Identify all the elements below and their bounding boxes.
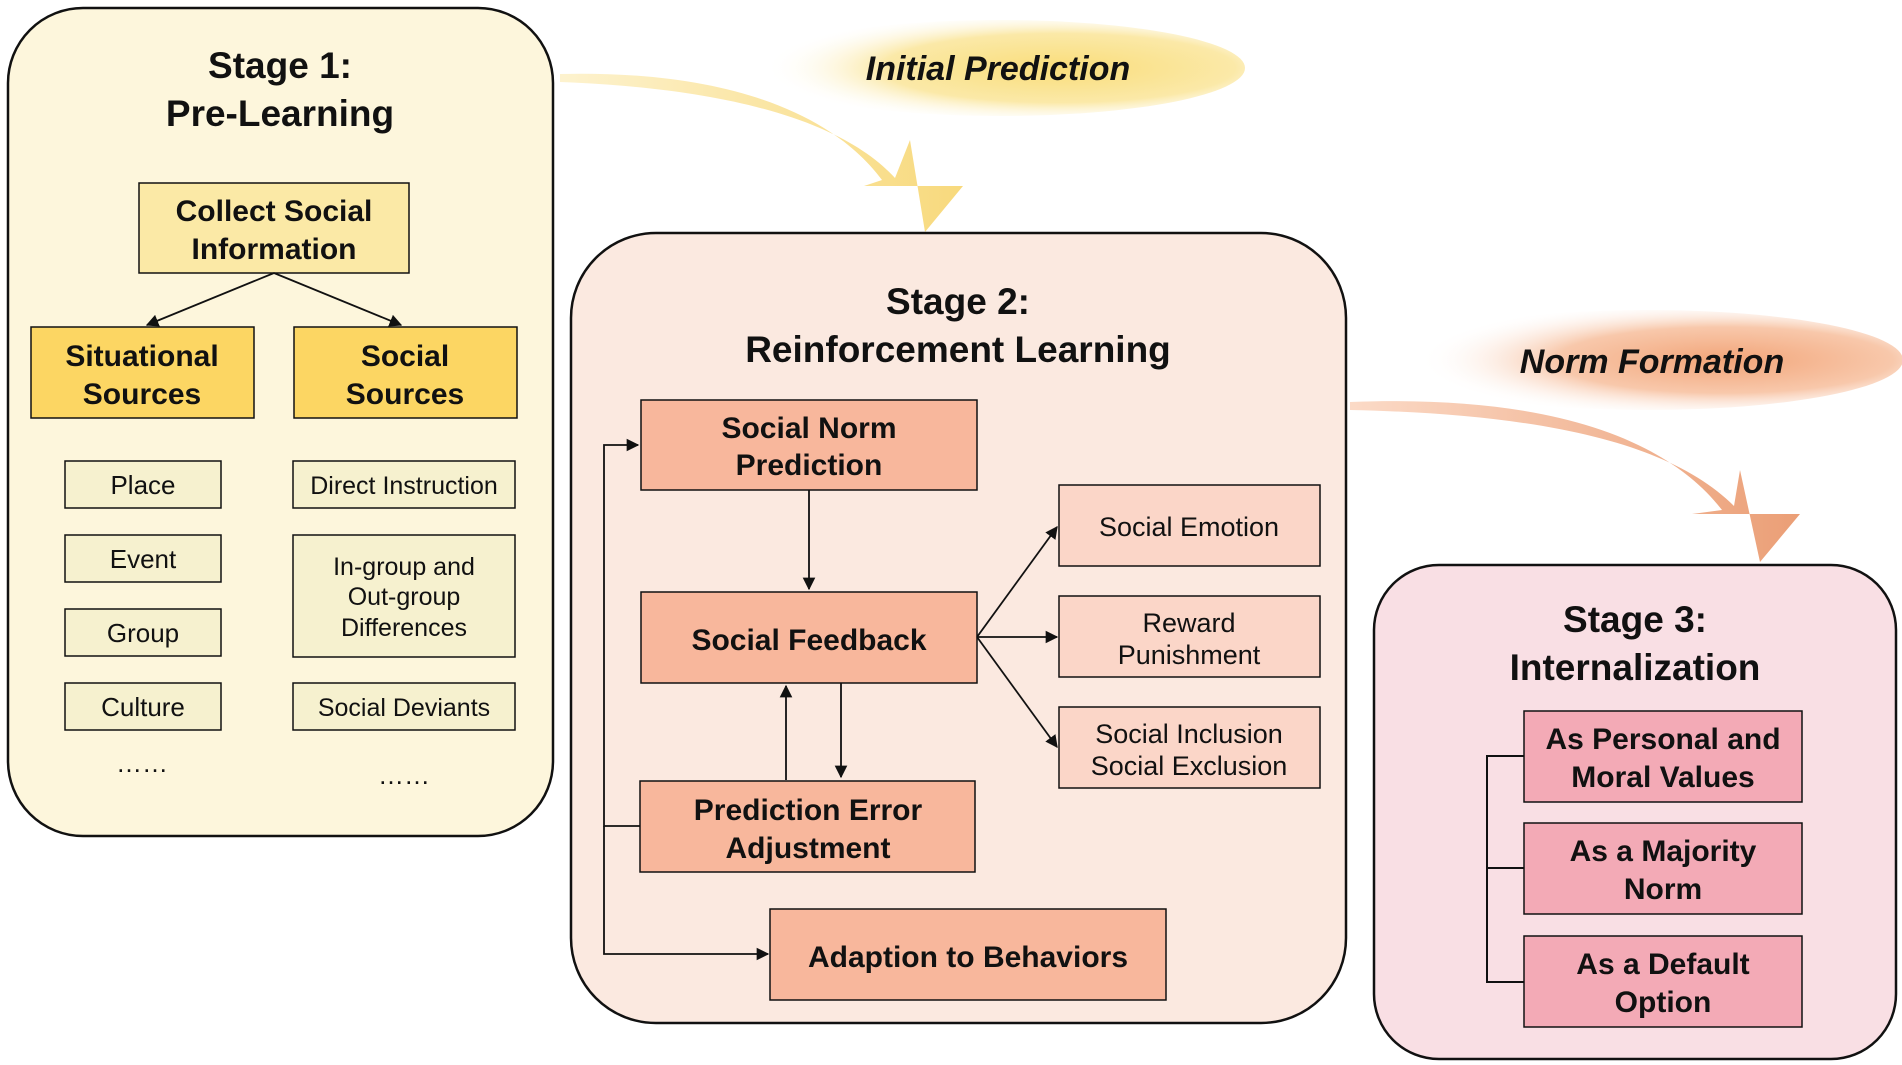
svg-text:Adaption to Behaviors: Adaption to Behaviors (808, 941, 1128, 974)
norm-formation-arrow (1350, 401, 1800, 562)
situational-sources-box: Situational Sources (30, 326, 255, 419)
svg-text:Direct Instruction: Direct Instruction (310, 472, 498, 500)
svg-text:Punishment: Punishment (1118, 640, 1261, 670)
internalization-item-personal-moral-values: As Personal and Moral Values (1523, 710, 1803, 803)
social-item-ingroup-outgroup: In-group and Out-group Differences (292, 534, 516, 658)
stage2-panel: Stage 2: Reinforcement Learning Social N… (569, 231, 1348, 1025)
svg-text:As a Majority: As a Majority (1570, 835, 1757, 868)
social-ellipsis: …… (378, 760, 430, 790)
reward-punishment-box: Reward Punishment (1058, 595, 1321, 678)
stage3-panel: Stage 3: Internalization As Personal and… (1372, 563, 1898, 1061)
svg-text:Norm: Norm (1624, 873, 1702, 906)
svg-text:Social Deviants: Social Deviants (318, 694, 490, 722)
svg-text:Prediction Error: Prediction Error (694, 794, 923, 827)
loop-arrow-to-prediction (603, 438, 640, 827)
arrow-to-social-emotion (976, 525, 1058, 638)
social-label-line1: Social (361, 340, 449, 373)
prediction-error-adjustment-box: Prediction Error Adjustment (639, 780, 976, 873)
social-label-line2: Sources (346, 378, 464, 411)
svg-text:Differences: Differences (341, 614, 467, 642)
collect-label-line2: Information (192, 233, 357, 266)
situational-item-place: Place (64, 460, 222, 509)
svg-text:Social Feedback: Social Feedback (691, 624, 926, 657)
norm-formation-transition: Norm Formation (1350, 310, 1902, 562)
norm-formation-label: Norm Formation (1520, 343, 1784, 381)
svg-text:Option: Option (1615, 986, 1712, 1019)
svg-text:Out-group: Out-group (348, 583, 461, 611)
situational-ellipsis: …… (116, 748, 168, 778)
svg-text:Place: Place (110, 470, 175, 500)
stage1-title-line2: Pre-Learning (166, 93, 394, 134)
stage1-panel: Stage 1: Pre-Learning Collect Social Inf… (6, 6, 555, 838)
situational-item-event: Event (64, 534, 222, 583)
loop-arrow-to-adaption (603, 826, 770, 961)
stage2-title-line1: Stage 2: (886, 281, 1030, 322)
situational-item-culture: Culture (64, 682, 222, 731)
svg-text:As Personal and: As Personal and (1545, 723, 1780, 756)
social-sources-box: Social Sources (293, 326, 518, 419)
arrow-to-inclusion-exclusion (976, 636, 1058, 749)
svg-text:Adjustment: Adjustment (726, 832, 891, 865)
initial-prediction-arrow (560, 73, 963, 232)
internalization-item-majority-norm: As a Majority Norm (1523, 822, 1803, 915)
norm-formation-glow (1393, 310, 1902, 410)
svg-text:Moral Values: Moral Values (1571, 761, 1754, 794)
arrow-to-social (273, 272, 403, 327)
social-item-social-deviants: Social Deviants (292, 682, 516, 731)
svg-text:Social Inclusion: Social Inclusion (1095, 719, 1283, 749)
inclusion-exclusion-box: Social Inclusion Social Exclusion (1058, 706, 1321, 789)
social-feedback-box: Social Feedback (640, 591, 978, 684)
stage3-title-line1: Stage 3: (1563, 599, 1707, 640)
collect-label-line1: Collect Social (176, 195, 373, 228)
svg-text:Social Exclusion: Social Exclusion (1091, 751, 1288, 781)
internalization-item-default-option: As a Default Option (1523, 935, 1803, 1028)
initial-prediction-glow (755, 20, 1245, 116)
stage3-bracket (1486, 755, 1524, 983)
situational-label-line2: Sources (83, 378, 201, 411)
stage3-title-line2: Internalization (1510, 647, 1761, 688)
social-norm-prediction-box: Social Norm Prediction (640, 399, 978, 491)
adaption-to-behaviors-box: Adaption to Behaviors (769, 908, 1167, 1001)
svg-text:Reward: Reward (1142, 608, 1235, 638)
social-item-direct-instruction: Direct Instruction (292, 460, 516, 509)
svg-text:Social Norm: Social Norm (721, 412, 896, 445)
situational-label-line1: Situational (65, 340, 218, 373)
svg-text:Social Emotion: Social Emotion (1099, 512, 1279, 542)
collect-social-information-box: Collect Social Information (138, 182, 410, 274)
svg-text:Group: Group (107, 618, 179, 648)
initial-prediction-label: Initial Prediction (866, 50, 1130, 88)
stage1-title-line1: Stage 1: (208, 45, 352, 86)
svg-text:Culture: Culture (101, 692, 185, 722)
social-emotion-box: Social Emotion (1058, 484, 1321, 567)
svg-text:As a Default: As a Default (1576, 948, 1749, 981)
svg-text:In-group and: In-group and (333, 553, 475, 581)
situational-item-group: Group (64, 608, 222, 657)
svg-text:Prediction: Prediction (736, 449, 883, 482)
svg-text:Event: Event (110, 544, 177, 574)
stage2-title-line2: Reinforcement Learning (745, 329, 1171, 370)
arrow-to-situational (145, 272, 275, 327)
initial-prediction-transition: Initial Prediction (560, 20, 1245, 232)
